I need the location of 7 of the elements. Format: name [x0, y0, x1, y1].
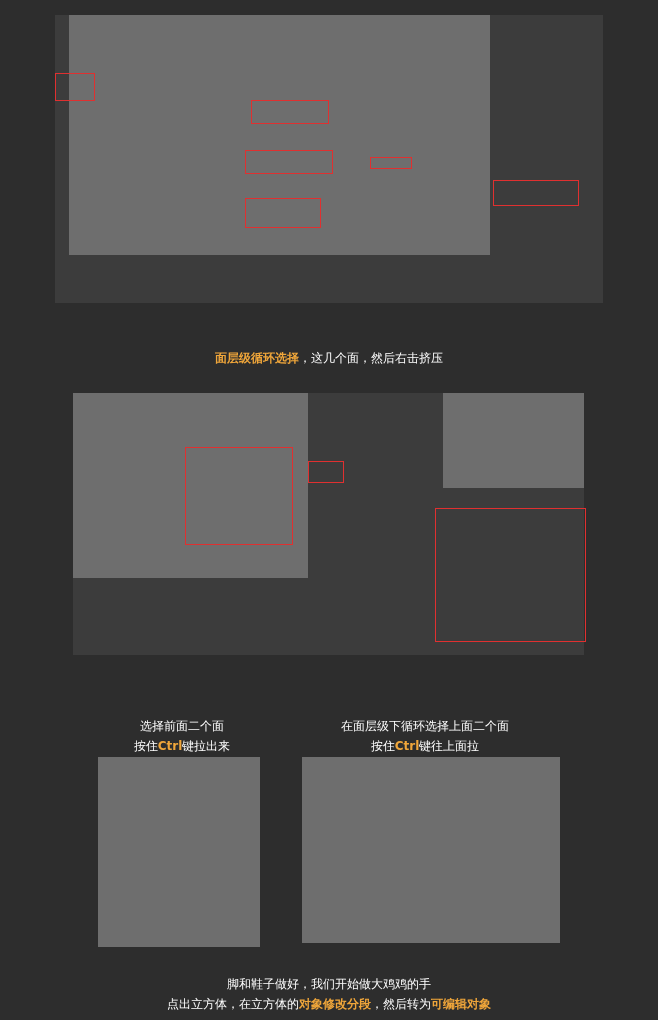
caption-text: 按住Ctrl键往上面拉: [370, 738, 480, 755]
caption-text: 按住Ctrl键拉出来: [133, 738, 231, 755]
caption-text: 面层级循环选择，这几个面，然后右击挤压: [215, 350, 443, 367]
caption-text: 点出立方体，在立方体的对象修改分段，然后转为可编辑对象: [167, 996, 491, 1013]
caption-text: 在面层级下循环选择上面二个面: [341, 718, 509, 735]
caption-text: 选择前面二个面: [140, 718, 224, 735]
caption-text: 脚和鞋子做好，我们开始做大鸡鸡的手: [227, 976, 431, 993]
